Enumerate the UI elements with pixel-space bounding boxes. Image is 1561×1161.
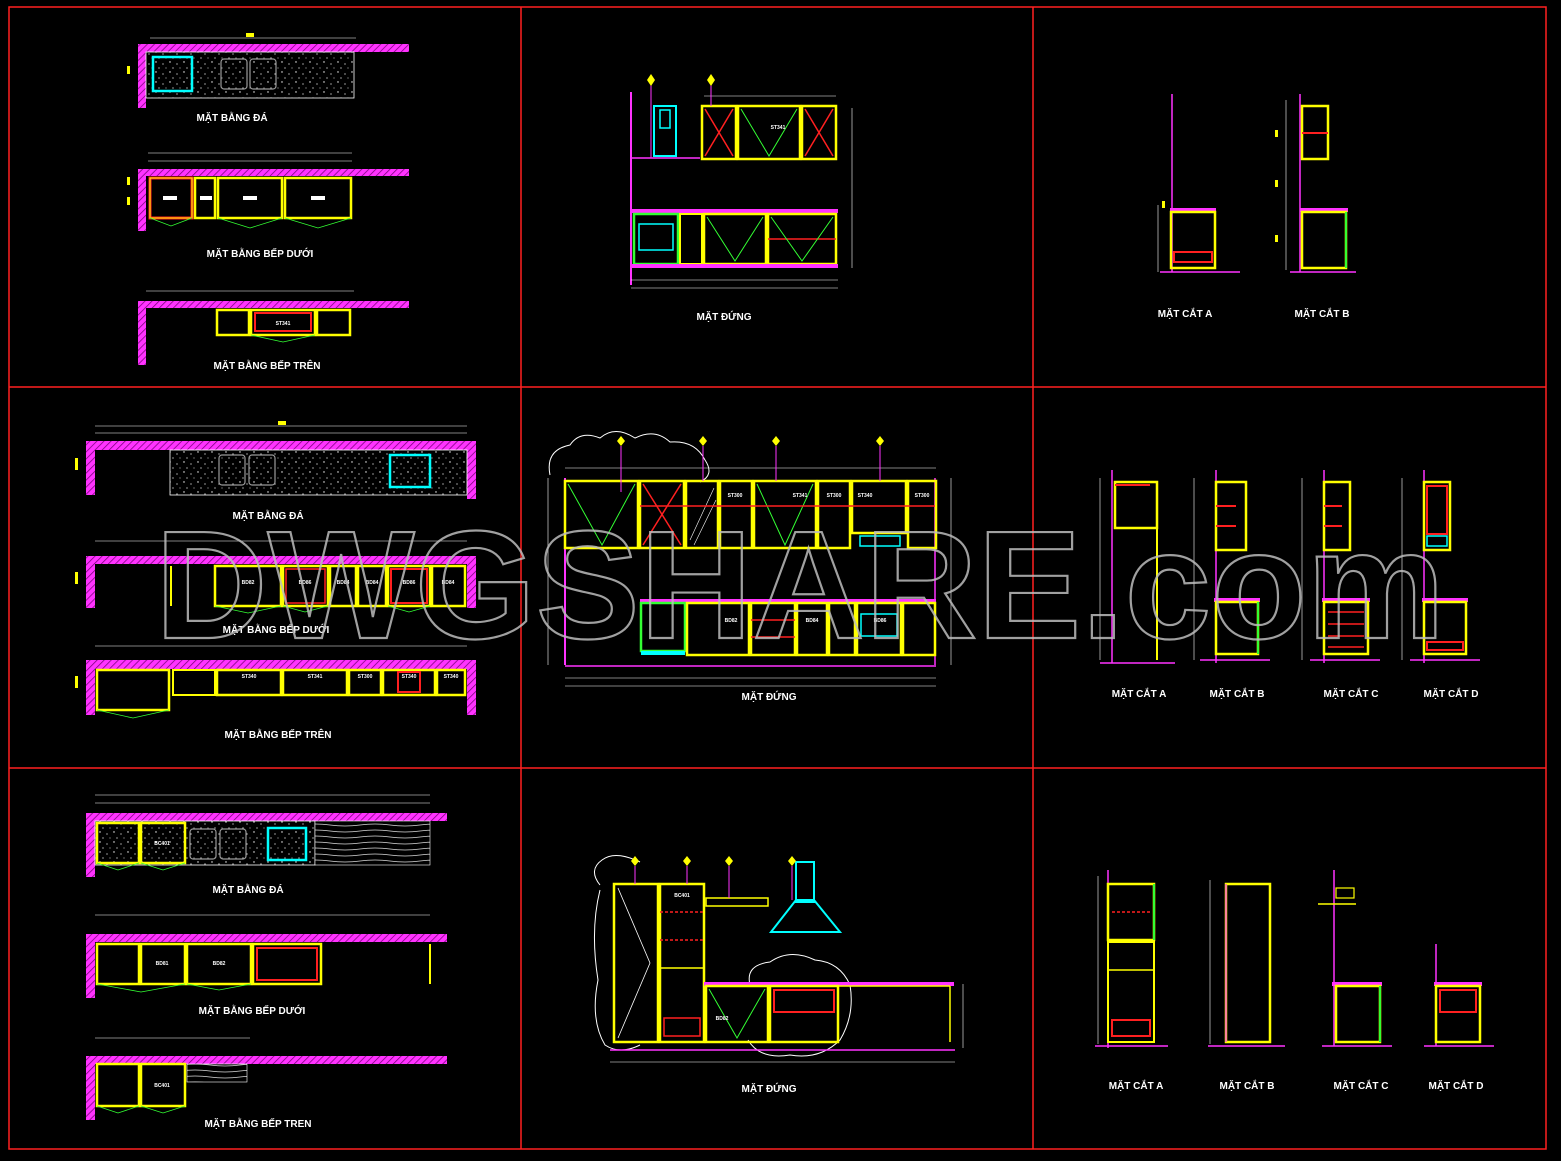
stone-plan-3: BC401 <box>86 794 447 877</box>
tag-bd86-p5: BD86 <box>874 618 887 624</box>
tag-st341-p1: ST341 <box>276 321 291 327</box>
elevation-3: BC401 BD82 <box>610 856 964 1063</box>
label-p9-section-c: MẶT CẮT C <box>1334 1079 1389 1092</box>
section-d-p9 <box>1424 944 1494 1047</box>
tag-bc401-p7-2: BC401 <box>154 1083 170 1089</box>
label-p6-section-b: MẶT CẮT B <box>1210 687 1265 700</box>
tag-bd81-p7: BD81 <box>156 961 169 967</box>
upper-cabinet-plan-2: ST340 ST341 ST300 ST340 ST340 <box>75 645 476 719</box>
tag-bd82-p5: BD82 <box>725 618 738 624</box>
section-c-p9 <box>1318 870 1392 1047</box>
label-p6-section-a: MẶT CẮT A <box>1112 687 1167 700</box>
tag-bd84-p4-2: BD84 <box>366 580 379 586</box>
tag-st340-p4-2: ST340 <box>402 674 417 680</box>
tag-st341-p2: ST341 <box>771 125 786 131</box>
label-p8-elevation: MẶT ĐỨNG <box>742 1082 797 1095</box>
label-p9-section-d: MẶT CẮT D <box>1429 1079 1484 1092</box>
tag-bd86-p4-2: BD86 <box>403 580 416 586</box>
frame-grid <box>8 6 1547 1150</box>
section-a-p9 <box>1095 870 1168 1048</box>
label-p1-lower-plan: MẶT BẰNG BẾP DƯỚI <box>207 247 314 260</box>
section-a-p6 <box>1099 470 1175 664</box>
elevation-1: ST341 <box>630 74 853 289</box>
label-p7-lower-plan: MẶT BẰNG BẾP DƯỚI <box>199 1004 306 1017</box>
section-b-p9 <box>1208 880 1285 1047</box>
section-a-p3 <box>1157 94 1240 273</box>
tag-st300-p4: ST300 <box>358 674 373 680</box>
label-p6-section-d: MẶT CẮT D <box>1424 687 1479 700</box>
panel-1: ST341 MẶT BẰNG ĐÁ MẶT BẰNG BẾP DƯỚI MẶT … <box>127 33 409 372</box>
label-p5-elevation: MẶT ĐỨNG <box>742 690 797 703</box>
tag-st300-p5-3: ST300 <box>915 493 930 499</box>
section-c-p6 <box>1301 470 1380 663</box>
panel-8: BC401 BD82 MẶT ĐỨNG <box>593 855 964 1095</box>
section-d-p6 <box>1401 470 1480 663</box>
panel-2: ST341 MẶT ĐỨNG <box>630 74 853 323</box>
tag-st341-p5: ST341 <box>793 493 808 499</box>
lower-cabinet-plan-3: BD81 BD82 <box>86 914 447 998</box>
lower-cabinet-plan-2: BD82 BD86 BD84 BD84 BD86 BD84 <box>75 540 476 614</box>
panel-9: MẶT CẮT A MẶT CẮT B MẶT CẮT C MẶT CẮT D <box>1095 870 1494 1092</box>
upper-cabinet-plan-1: ST341 <box>138 290 409 365</box>
label-p2-elevation: MẶT ĐỨNG <box>697 310 752 323</box>
elevation-2: ST300 ST341 ST300 ST340 ST300 BD82 BD84 … <box>547 436 952 687</box>
label-p1-upper-plan: MẶT BẰNG BẾP TRÊN <box>213 359 320 372</box>
tag-bd84-p4-1: BD84 <box>337 580 350 586</box>
tag-st340-p4-3: ST340 <box>444 674 459 680</box>
panel-7: BC401 BD81 BD82 BC401 <box>86 794 447 1130</box>
label-p7-upper-plan: MẶT BẰNG BẾP TREN <box>204 1117 311 1130</box>
label-p4-lower-plan: MẶT BẰNG BẾP DƯỚI <box>223 623 330 636</box>
tag-st300-p5-1: ST300 <box>728 493 743 499</box>
section-b-p3 <box>1275 94 1356 273</box>
watermark: DWGSHARE.com <box>154 498 1446 672</box>
stone-plan-1 <box>127 33 409 108</box>
lower-cabinet-plan-1 <box>127 152 409 231</box>
label-p9-section-b: MẶT CẮT B <box>1220 1079 1275 1092</box>
tag-st340-p5: ST340 <box>858 493 873 499</box>
label-p7-stone-plan: MẶT BẰNG ĐÁ <box>212 883 283 896</box>
panel-6: MẶT CẮT A MẶT CẮT B MẶT CẮT C MẶT CẮT D <box>1099 470 1480 700</box>
label-p4-upper-plan: MẶT BẰNG BẾP TRÊN <box>224 728 331 741</box>
tag-bd82-p7: BD82 <box>213 961 226 967</box>
label-p9-section-a: MẶT CẮT A <box>1109 1079 1164 1092</box>
tag-bd84-p5: BD84 <box>806 618 819 624</box>
tag-bd82-p8: BD82 <box>716 1016 729 1022</box>
tag-bc401-p8: BC401 <box>674 893 690 899</box>
tag-st300-p5-2: ST300 <box>827 493 842 499</box>
tag-bc401-p7-1: BC401 <box>154 841 170 847</box>
watermark-text: DWGSHARE.com <box>155 499 1445 671</box>
label-p6-section-c: MẶT CẮT C <box>1324 687 1379 700</box>
tag-bd84-p4-3: BD84 <box>442 580 455 586</box>
section-b-p6 <box>1193 470 1270 663</box>
upper-cabinet-plan-3: BC401 <box>86 1037 447 1120</box>
panel-5: ST300 ST341 ST300 ST340 ST300 BD82 BD84 … <box>547 431 952 703</box>
tag-bd86-p4-1: BD86 <box>299 580 312 586</box>
tag-st340-p4-1: ST340 <box>242 674 257 680</box>
label-p4-stone-plan: MẶT BẰNG ĐÁ <box>232 509 303 522</box>
stone-plan-2 <box>75 421 476 499</box>
panel-3: MẶT CẮT A MẶT CẮT B <box>1158 94 1356 320</box>
label-p3-section-b: MẶT CẮT B <box>1295 307 1350 320</box>
label-p1-stone-plan: MẶT BẰNG ĐÁ <box>196 111 267 124</box>
tag-bd82-p4: BD82 <box>242 580 255 586</box>
tag-st341-p4: ST341 <box>308 674 323 680</box>
label-p3-section-a: MẶT CẮT A <box>1158 307 1213 320</box>
panel-4: BD82 BD86 BD84 BD84 BD86 BD84 ST340 ST34… <box>75 421 476 741</box>
